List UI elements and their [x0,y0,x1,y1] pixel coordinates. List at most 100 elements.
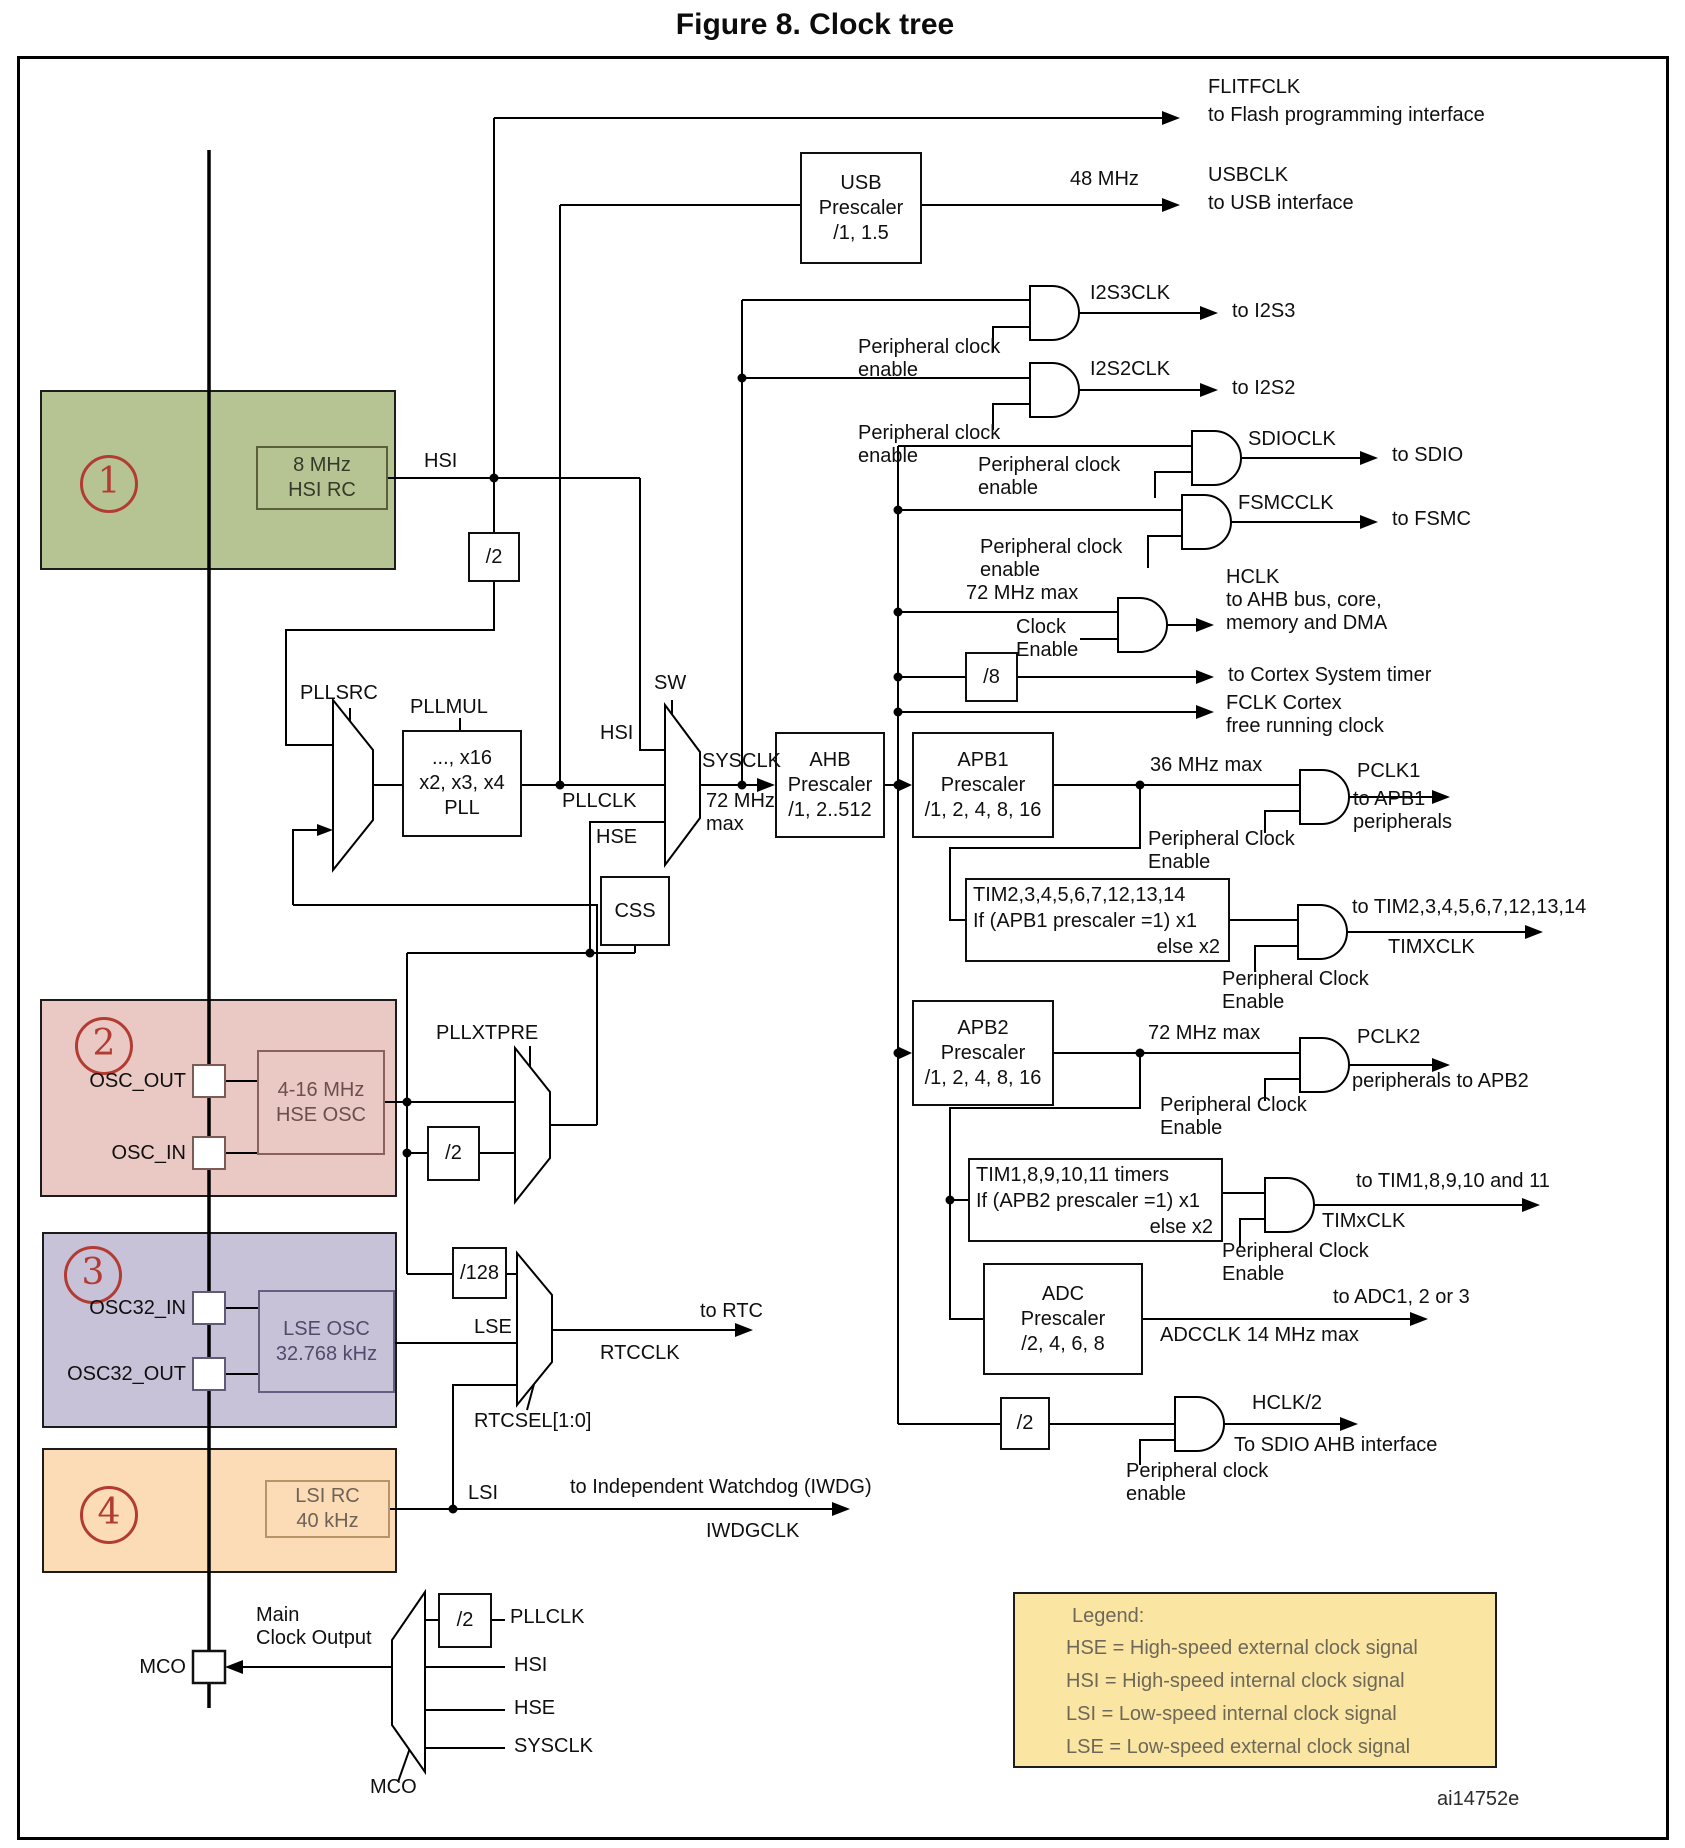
junction-dots [402,373,1145,1514]
tim2-enable-label: Peripheral Clock Enable [1222,968,1369,1013]
pclk2-enable-label: Peripheral Clock Enable [1160,1094,1307,1139]
tim2-line2: If (APB1 prescaler =1) x1 [973,910,1197,932]
osc-in-label: OSC_IN [111,1142,186,1164]
mco-pad-label: MCO [139,1656,186,1678]
main-clock-output-label: Main Clock Output [256,1604,372,1649]
wires [225,117,1525,1783]
tim1-line3: else x2 [1149,1216,1213,1238]
i2s2-dest: to I2S2 [1232,377,1296,399]
i2s2clk-label: I2S2CLK [1090,358,1171,380]
fsmc-dest: to FSMC [1392,508,1471,530]
pllsrc-mux [332,697,374,873]
rtcsel-label: RTCSEL[1:0] [474,1410,592,1432]
hclk-div2-box: /2 [1000,1397,1050,1450]
pllxtpre-mux [514,1045,551,1205]
i2s2-enable-label: Peripheral clock enable [858,422,1001,467]
sysclk-max-label: 72 MHz max [706,790,775,835]
hclk2-label: HCLK/2 [1252,1392,1323,1414]
pllxtpre-label: PLLXTPRE [436,1022,539,1044]
pllmul-label: PLLMUL [410,696,488,718]
hclk-gate [1117,597,1168,653]
legend-title: Legend: [1072,1605,1145,1627]
legend-item-hsi: HSI = High-speed internal clock signal [1066,1670,1405,1692]
legend-item-lsi: LSI = Low-speed internal clock signal [1066,1703,1397,1725]
fclk-dest: FCLK Cortex free running clock [1226,692,1384,737]
pclk1-label: PCLK1 [1357,760,1421,782]
hclk2-gate [1174,1396,1225,1452]
apb1-prescaler-box: APB1 Prescaler /1, 2, 4, 8, 16 [912,732,1054,838]
mco-hse-label: HSE [514,1697,556,1719]
osc-out-pad [192,1064,226,1098]
hse-div128-box: /128 [452,1247,507,1299]
sdio-dest: to SDIO [1392,444,1464,466]
iwdgclk-label: IWDGCLK [706,1520,800,1542]
pllsrc-label: PLLSRC [300,682,378,704]
frame [17,56,1669,1840]
tim1-enable-label: Peripheral Clock Enable [1222,1240,1369,1285]
hclk2-dest: To SDIO AHB interface [1234,1434,1438,1456]
apb1-36mhz-label: 36 MHz max [1150,754,1263,776]
adc-dest: to ADC1, 2 or 3 [1333,1286,1470,1308]
mco-pad [191,1649,227,1685]
clock-enable-label: Clock Enable [1016,616,1079,661]
rtcclk-label: RTCCLK [600,1342,680,1364]
io-pads [191,1064,227,1685]
hsi-div2-box: /2 [468,532,520,582]
flitfclk-label: FLITFCLK [1208,76,1301,98]
pclk1-enable-label: Peripheral Clock Enable [1148,828,1295,873]
usb-48mhz-label: 48 MHz [1070,168,1139,190]
hsi-rc-box: 8 MHz HSI RC [256,446,388,510]
usbclk-dest: to USB interface [1208,192,1354,214]
tim2-line3: else x2 [1156,936,1220,958]
sw-hse-label: HSE [596,826,638,848]
pclk1-gate [1299,769,1350,825]
flitfclk-dest: to Flash programming interface [1208,104,1485,126]
usb-prescaler-box: USB Prescaler /1, 1.5 [800,152,922,264]
rtcsel-mux [516,1250,553,1408]
tim2-rule-box: TIM2,3,4,5,6,7,12,13,14 If (APB1 prescal… [965,878,1230,962]
fsmc-enable-label: Peripheral clock enable [980,536,1123,581]
tim2-dest: to TIM2,3,4,5,6,7,12,13,14 [1352,896,1587,918]
mux-shapes [332,697,701,1776]
osc32-out-pad [192,1357,226,1391]
pllxtpre-div2-box: /2 [427,1126,480,1181]
adcclk-label: ADCCLK 14 MHz max [1160,1324,1359,1346]
and-gates [1029,285,1350,1452]
iwdg-dest: to Independent Watchdog (IWDG) [570,1476,872,1498]
timxclk-upper-gate [1297,904,1348,960]
i2s3-dest: to I2S3 [1232,300,1296,322]
tim1-line1: TIM1,8,9,10,11 timers [976,1164,1170,1186]
apb2-prescaler-box: APB2 Prescaler /1, 2, 4, 8, 16 [912,1000,1054,1106]
sw-mux [664,701,701,869]
osc-in-pad [192,1136,226,1170]
adc-prescaler-box: ADC Prescaler /2, 4, 6, 8 [983,1263,1143,1375]
i2s2-gate [1029,362,1080,418]
cortex-timer-dest: to Cortex System timer [1228,664,1432,686]
badge-3: 3 [64,1246,122,1304]
arrowheads [225,111,1543,1674]
ahb-prescaler-box: AHB Prescaler /1, 2..512 [775,732,885,838]
mco-hsi-label: HSI [514,1654,548,1676]
hse-osc-box: 4-16 MHz HSE OSC [257,1050,385,1155]
hclk-72mhz-label: 72 MHz max [966,582,1079,604]
hclk-dest: HCLK to AHB bus, core, memory and DMA [1226,566,1388,634]
tim1-rule-box: TIM1,8,9,10,11 timers If (APB2 prescaler… [968,1158,1223,1242]
cortex-div8-box: /8 [965,652,1018,702]
legend-item-hse: HSE = High-speed external clock signal [1066,1637,1418,1659]
figure-title: Figure 8. Clock tree [675,8,955,41]
fsmc-gate [1181,494,1232,550]
pll-box: ..., x16 x2, x3, x4 PLL [402,730,522,837]
tim2-line1: TIM2,3,4,5,6,7,12,13,14 [973,884,1186,906]
sw-pllclk-label: PLLCLK [562,790,637,812]
pclk2-gate [1299,1037,1350,1093]
usbclk-label: USBCLK [1208,164,1289,186]
legend-item-lse: LSE = Low-speed external clock signal [1066,1736,1411,1758]
lsi-signal-label: LSI [468,1482,499,1504]
pclk2-dest: peripherals to APB2 [1352,1070,1529,1092]
sdioclk-label: SDIOCLK [1248,428,1336,450]
osc32-out-label: OSC32_OUT [67,1363,186,1385]
osc32-in-pad [192,1291,226,1325]
sdio-enable-label: Peripheral clock enable [978,454,1121,499]
apb2-72mhz-label: 72 MHz max [1148,1022,1261,1044]
